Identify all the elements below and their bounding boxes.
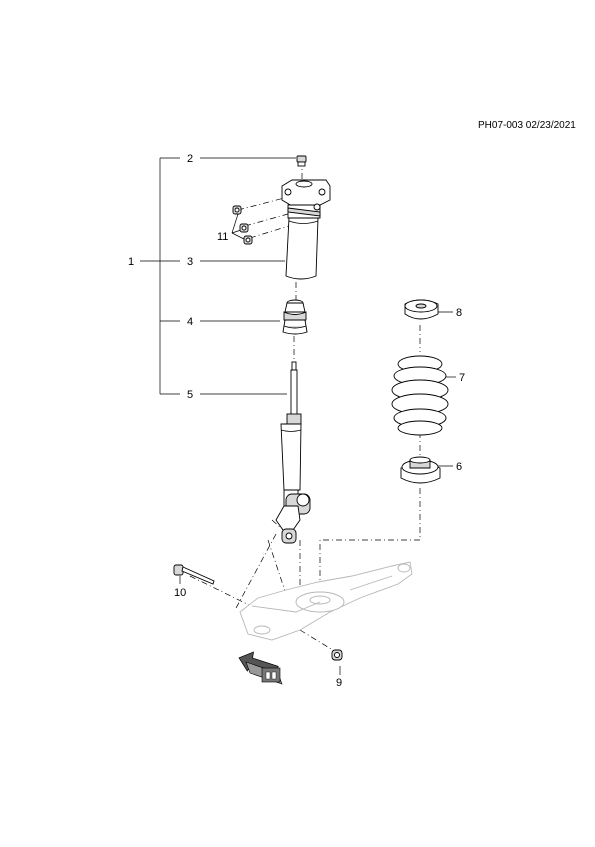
- callout-labels: 1 2 3 4 5 6 7 8 9 10 11: [128, 153, 465, 689]
- callout-7: 7: [459, 372, 465, 384]
- long-bolt-part: [173, 564, 215, 585]
- lower-nut-part: [331, 649, 343, 661]
- callout-9: 9: [336, 677, 342, 689]
- assembly-axis-lines: [189, 160, 421, 653]
- assembly-bracket: [140, 157, 180, 395]
- bolt-lower: [243, 235, 253, 245]
- front-arrow-icon: [238, 651, 283, 685]
- shock-absorber-part: [275, 361, 311, 544]
- bolt-middle: [239, 223, 249, 233]
- leader-lines: [179, 157, 456, 675]
- coil-spring-part: [391, 355, 449, 436]
- diagram-code: PH07-003 02/23/2021: [478, 120, 576, 131]
- bolt-upper: [232, 205, 242, 215]
- callout-5: 5: [187, 389, 193, 401]
- top-nut-part: [296, 155, 307, 167]
- callout-6: 6: [456, 461, 462, 473]
- mounting-bolts-part: [232, 205, 253, 245]
- callout-11: 11: [217, 231, 228, 243]
- upper-spring-seat-part: [404, 299, 439, 320]
- callout-4: 4: [187, 316, 193, 328]
- callout-2: 2: [187, 153, 193, 165]
- callout-10: 10: [174, 587, 186, 599]
- callout-3: 3: [187, 256, 193, 268]
- bump-stop-part: [282, 299, 308, 335]
- callout-1: 1: [128, 256, 134, 268]
- upper-mount-and-dust-cover-part: [281, 179, 331, 280]
- callout-8: 8: [456, 307, 462, 319]
- lower-spring-seat-part: [400, 456, 441, 484]
- lower-control-arm-ghost: [239, 561, 413, 641]
